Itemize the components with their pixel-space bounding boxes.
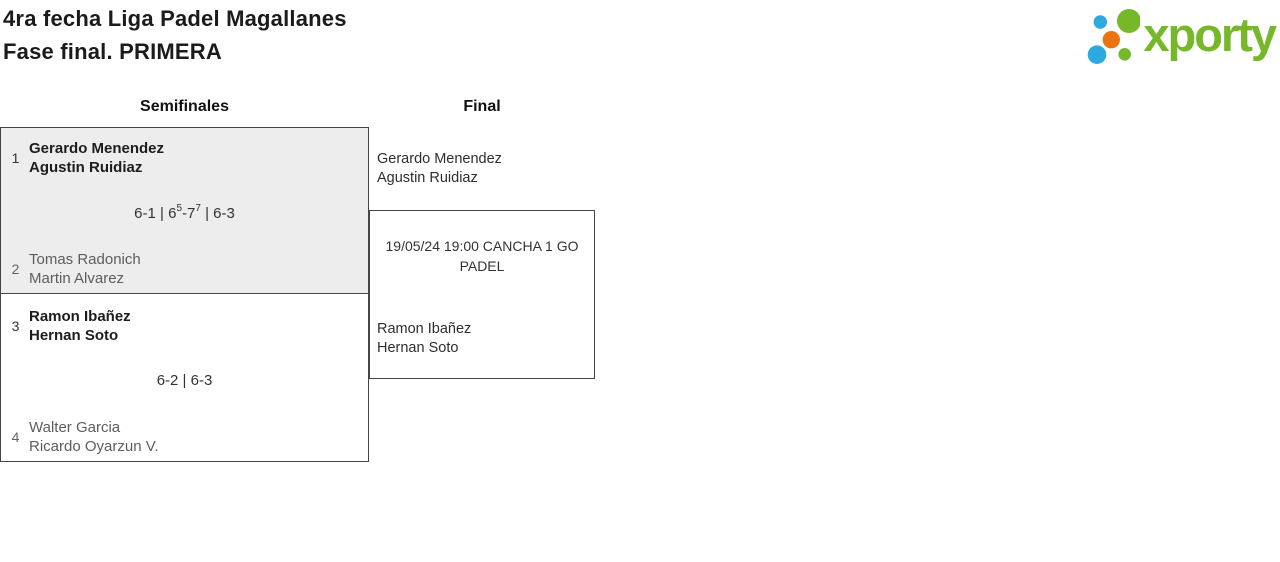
player-name: Ricardo Oyarzun V. (29, 438, 159, 455)
player-name: Tomas Radonich (29, 251, 141, 268)
semifinal-match-2[interactable]: 3 Ramon Ibañez Hernan Soto 6-2 | 6-3 4 W… (0, 293, 369, 462)
player-name: Gerardo Menendez (377, 151, 502, 167)
player-name: Agustin Ruidiaz (29, 159, 143, 176)
final-match[interactable]: 19/05/24 19:00 CANCHA 1 GO PADEL Ramon I… (369, 210, 595, 379)
page-title: 4ra fecha Liga Padel Magallanes Fase fin… (3, 2, 347, 68)
seed-number: 1 (11, 150, 20, 166)
seed-number: 4 (11, 429, 20, 445)
player-name: Martin Alvarez (29, 270, 125, 287)
team-slot-loser: 2 Tomas Radonich Martin Alvarez (9, 250, 360, 288)
seed-number: 3 (11, 318, 20, 334)
team-slot-winner: 3 Ramon Ibañez Hernan Soto (9, 307, 360, 345)
logo-dots-icon (1088, 9, 1141, 64)
team-slot-loser: 4 Walter Garcia Ricardo Oyarzun V. (9, 418, 360, 456)
seed-number: 2 (11, 261, 20, 277)
team-names: Tomas Radonich Martin Alvarez (29, 250, 141, 288)
team-names: Gerardo Menendez Agustin Ruidiaz (29, 139, 164, 177)
team-names: Walter Garcia Ricardo Oyarzun V. (29, 418, 159, 456)
team-names: Ramon Ibañez Hernan Soto (29, 307, 131, 345)
logo-text: xporty (1143, 8, 1277, 61)
player-name: Ramon Ibañez (377, 321, 472, 337)
page-title-line1: 4ra fecha Liga Padel Magallanes (3, 6, 347, 31)
xporty-logo[interactable]: xporty (1078, 2, 1277, 68)
final-bottom-team: Ramon Ibañez Hernan Soto (377, 320, 471, 358)
semifinal-match-1[interactable]: 1 Gerardo Menendez Agustin Ruidiaz 6-1 |… (0, 127, 369, 294)
player-name: Hernan Soto (29, 327, 119, 344)
player-name: Agustin Ruidiaz (377, 170, 478, 186)
final-top-team: Gerardo Menendez Agustin Ruidiaz (377, 150, 502, 188)
page-title-line2: Fase final. PRIMERA (3, 39, 222, 64)
match-score: 6-2 | 6-3 (156, 372, 213, 389)
match-score: 6-1 | 65-77 | 6-3 (134, 203, 235, 222)
match-schedule: 19/05/24 19:00 CANCHA 1 GO PADEL (385, 238, 579, 274)
player-name: Ramon Ibañez (29, 308, 131, 325)
round-header-semifinales: Semifinales (140, 98, 229, 115)
round-header-final: Final (463, 98, 501, 115)
player-name: Walter Garcia (29, 419, 121, 436)
player-name: Gerardo Menendez (29, 140, 165, 157)
team-slot-winner: 1 Gerardo Menendez Agustin Ruidiaz (9, 139, 360, 177)
player-name: Hernan Soto (377, 340, 459, 356)
